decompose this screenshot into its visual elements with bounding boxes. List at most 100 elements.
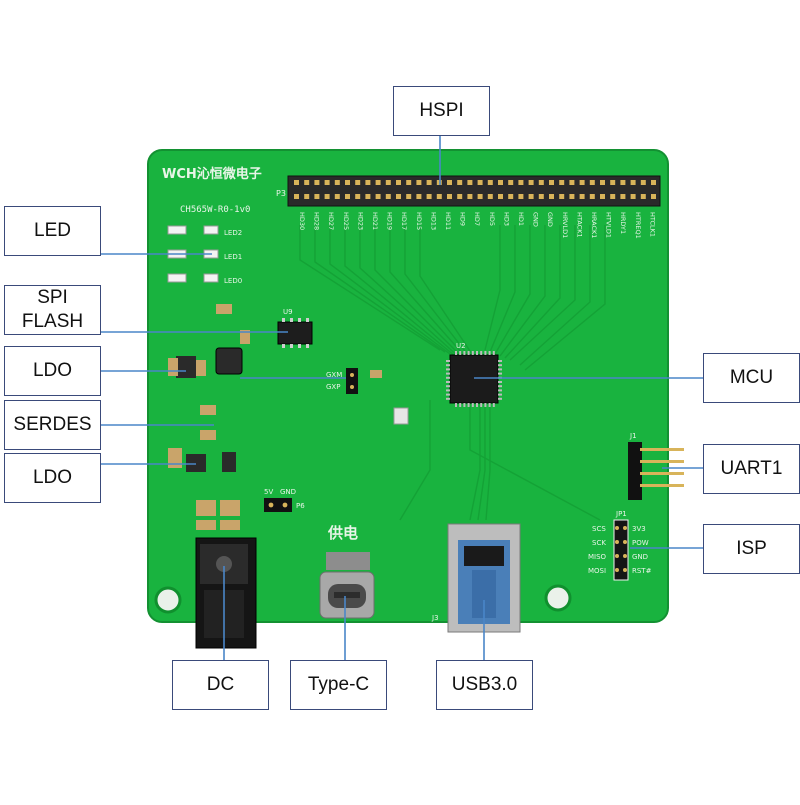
header-pin [569,180,575,185]
p6-gnd-label: GND [280,488,296,496]
hspi-pin-label: HRACK1 [590,212,598,238]
header-pin [406,180,412,185]
mcu-pin [498,385,502,388]
mcu-pin [446,360,450,362]
leader-lines [100,135,704,660]
mcu-pin [463,403,466,407]
header-pin [365,180,371,185]
mcu-pin [480,351,483,355]
mount-hole [154,586,182,614]
mcu-pin [446,397,450,400]
hspi-label: HSPI [393,86,490,136]
mcu-pin [446,381,450,383]
mcu-pin [455,403,457,407]
mcu-pin [446,364,450,367]
header-pin [630,180,636,185]
hspi-pin-label: HRVLD1 [561,212,569,238]
led-label: LED [4,206,101,256]
header-pin [457,180,463,185]
header-pin [600,180,605,185]
header-pin [518,194,524,199]
header-pin [508,180,514,185]
header-pin [396,194,401,199]
led0-label: LED0 [224,277,242,285]
header-pin [457,194,463,199]
mcu-pin [498,368,502,371]
header-pin [385,180,391,185]
mcu-pin [492,351,495,355]
spi-flash-label-line2: FLASH [21,311,84,332]
mcu-pin [476,351,478,355]
serdes-label: SERDES [4,400,101,450]
header-pin [304,194,310,199]
hspi-pin-label: HTCLK1 [648,212,656,237]
mcu-pin [498,397,502,400]
mcu-pin [446,393,450,396]
hspi-pin-label: HD19 [386,212,394,230]
header-pin [355,194,361,199]
header-p3-label: P3 [276,189,286,198]
header-pin [314,180,320,185]
isp-pin-rst: RST# [632,567,652,575]
gxm-label: GXM [326,371,342,379]
j1-label: J1 [629,432,637,440]
ldo-top-label: LDO [4,346,101,396]
dc-label: DC [172,660,269,710]
isp-pin-miso: MISO [588,553,607,561]
hspi-pin-label: GND [546,212,554,227]
type-c-label: Type-C [290,660,387,710]
hspi-pin-label: HD13 [429,212,437,230]
hspi-pin-label: HD7 [473,212,481,226]
hspi-pin-label: HD27 [327,212,335,230]
header-pin [447,180,452,185]
header-pin [304,180,310,185]
brand-silkscreen: WCH沁恒微电子 [162,166,262,182]
header-pin [345,194,350,199]
uart1-header: J1 [628,432,684,500]
mcu-pin [459,403,462,407]
mcu-pin [498,360,502,362]
spi-flash-label-line1: SPI [37,287,68,309]
header-pin [487,194,493,199]
type-c-port [319,552,375,619]
hspi-pin-label: HTREQ1 [634,212,642,239]
header-pin [294,194,299,199]
header-pin [467,180,473,185]
header-pin [324,194,330,199]
dc-jack [195,537,257,649]
mcu-pin [476,403,478,407]
hspi-pin-label: HD9 [459,212,467,226]
u9-label: U9 [283,308,293,316]
hspi-pin-label: HD23 [356,212,364,230]
hspi-pin-label: HTVLD1 [605,212,613,238]
mcu-pin [480,403,483,407]
isp-pin-gnd: GND [632,553,648,561]
header-pin [477,194,483,199]
header-pin [426,194,432,199]
power-components [168,304,250,530]
mcu-chip: U2 [446,342,502,407]
mcu-pin [498,393,502,396]
mcu-pin [484,351,487,355]
header-pin [589,194,595,199]
header-pin [549,180,554,185]
header-pin [345,180,350,185]
mount-hole [544,584,572,612]
header-pin [487,180,493,185]
isp-label: ISP [703,524,800,574]
header-pin [314,194,320,199]
isp-pin-sck: SCK [592,539,606,547]
header-pin [589,180,595,185]
mcu-pin [463,351,466,355]
j3-label: J3 [431,614,439,622]
isp-pin-pow: POW [632,539,649,547]
hspi-pin-label: HD30 [298,212,306,230]
header-pin [294,180,299,185]
mcu-pin [455,351,457,355]
isp-pin-3v3: 3V3 [632,525,646,533]
header-pin [538,194,544,199]
gxp-label: GXP [326,383,340,391]
serdes-header: GXM GXP [326,368,409,425]
header-pin [559,180,565,185]
